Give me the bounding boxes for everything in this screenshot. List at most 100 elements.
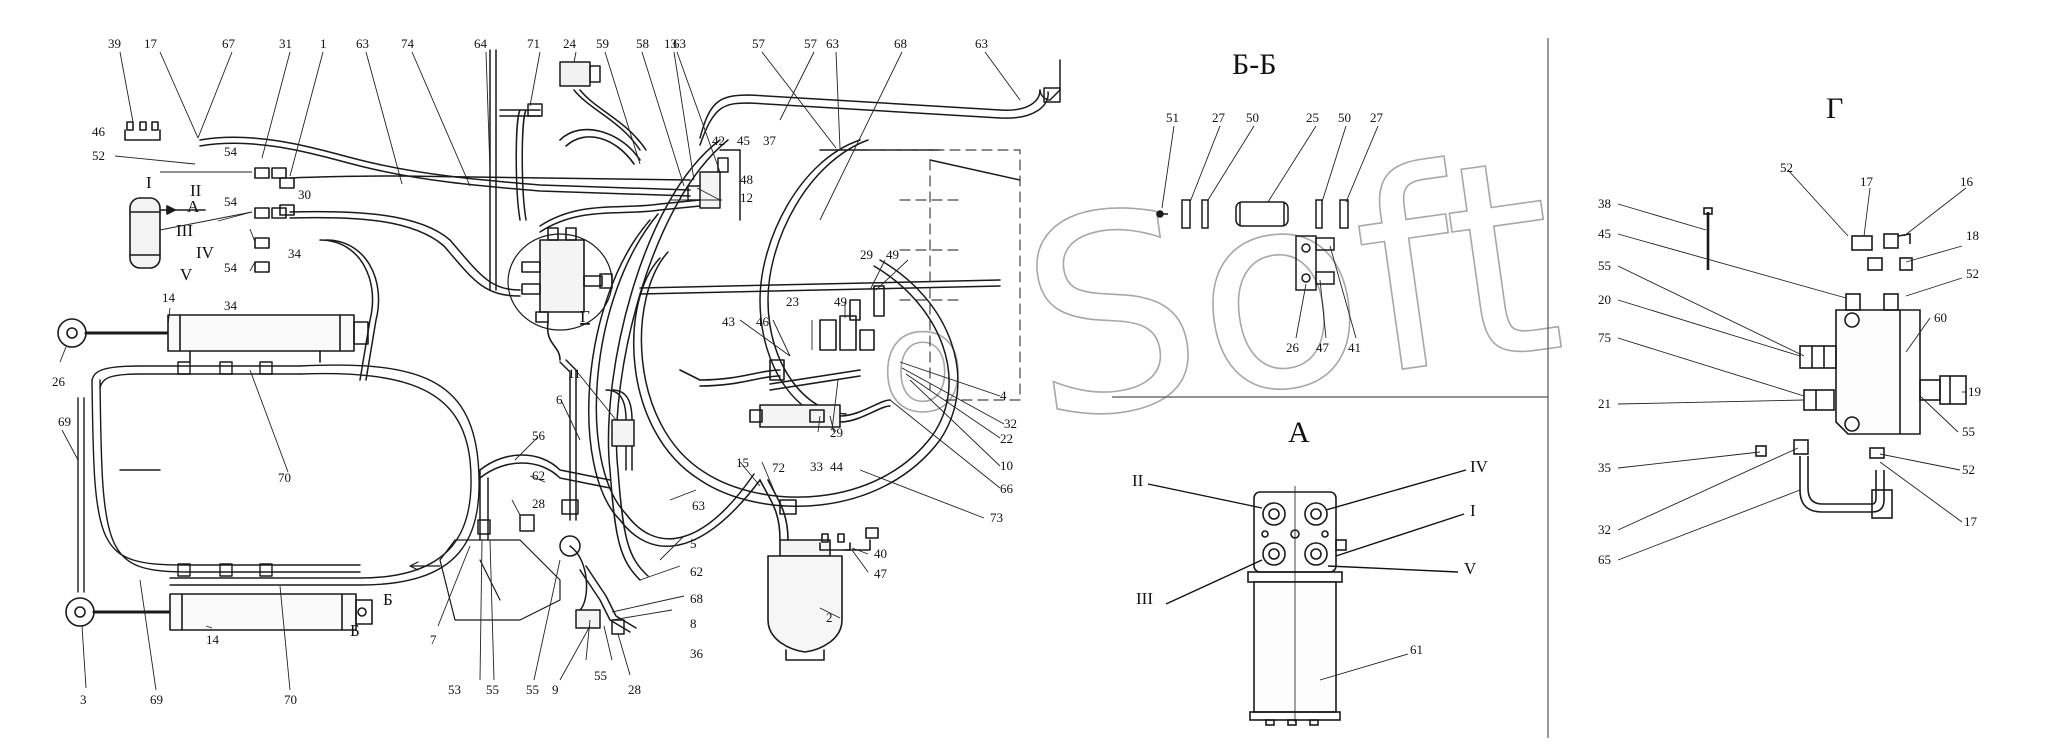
callout-30: 30	[298, 187, 311, 202]
callout-63d: 63	[975, 36, 988, 51]
callout-67: 67	[222, 36, 236, 51]
callout-36: 36	[690, 646, 704, 661]
callout-24: 24	[563, 36, 577, 51]
section-bb: Б-Б 51 27	[1156, 48, 1384, 355]
cylinder-top	[57, 314, 369, 363]
callout-69a: 69	[58, 414, 71, 429]
steering-unit-left	[129, 197, 206, 269]
callout-bb-27a: 27	[1212, 110, 1226, 125]
main-view	[57, 49, 1061, 661]
leader-lines-main	[59, 51, 1021, 691]
callout-g-75: 75	[1598, 330, 1611, 345]
callout-63a: 63	[356, 36, 369, 51]
callout-55a: 55	[486, 682, 499, 697]
callout-g-19: 19	[1968, 384, 1981, 399]
callout-26: 26	[52, 374, 66, 389]
callout-g-21: 21	[1598, 396, 1611, 411]
callout-62a: 62	[532, 468, 545, 483]
callout-15: 15	[736, 455, 749, 470]
callout-bb-26: 26	[1286, 340, 1300, 355]
callout-68a: 68	[894, 36, 907, 51]
callout-45: 45	[737, 133, 750, 148]
view-a: А	[1132, 416, 1489, 726]
port-label-iv: IV	[196, 243, 215, 262]
callout-53: 53	[448, 682, 461, 697]
cylinder-loop-hoses	[77, 361, 480, 593]
section-ref-b-bottom: Б	[350, 621, 360, 640]
callout-32: 32	[1004, 416, 1017, 431]
callout-g-17b: 17	[1964, 514, 1978, 529]
callout-34a: 34	[288, 246, 302, 261]
port-label-i: I	[146, 173, 152, 192]
view-a-port-i: I	[1470, 501, 1476, 520]
callout-58: 58	[636, 36, 649, 51]
callout-14b: 14	[206, 632, 220, 647]
return-hose	[699, 59, 1061, 181]
callout-bb-47: 47	[1316, 340, 1330, 355]
section-bb-title: Б-Б	[1232, 48, 1276, 81]
callout-54c: 54	[224, 260, 238, 275]
callout-55b: 55	[526, 682, 539, 697]
small-parts	[124, 121, 851, 551]
callout-13: 13	[664, 36, 677, 51]
callout-g-45: 45	[1598, 226, 1611, 241]
callout-g-32: 32	[1598, 522, 1611, 537]
callout-3: 3	[80, 692, 87, 707]
callout-57b: 57	[804, 36, 818, 51]
callout-g-38: 38	[1598, 196, 1611, 211]
port-fittings	[254, 167, 295, 273]
callout-55c: 55	[594, 668, 607, 683]
callout-28a: 28	[532, 496, 545, 511]
view-ref-g: Г	[580, 307, 590, 326]
callout-34b: 34	[224, 298, 238, 313]
view-ref-a: А	[187, 197, 200, 216]
callout-g-52a: 52	[1780, 160, 1793, 175]
callout-g-20: 20	[1598, 292, 1611, 307]
callout-66: 66	[1000, 481, 1014, 496]
callout-48: 48	[740, 172, 753, 187]
lower-bracket	[409, 539, 561, 621]
callout-54b: 54	[224, 194, 238, 209]
port-label-v: V	[180, 265, 193, 284]
view-g-title: Г	[1826, 92, 1843, 125]
pressure-lines	[199, 49, 1001, 381]
watermark-small-letter: o	[880, 281, 966, 444]
callout-42: 42	[712, 133, 725, 148]
callout-a-61: 61	[1410, 642, 1423, 657]
callout-59: 59	[596, 36, 609, 51]
callout-63c: 63	[826, 36, 839, 51]
callout-g-65: 65	[1598, 552, 1611, 567]
callout-52: 52	[92, 148, 105, 163]
callout-56: 56	[532, 428, 546, 443]
large-hose-loops	[588, 139, 959, 581]
callout-64: 64	[474, 36, 488, 51]
callout-g-17a: 17	[1860, 174, 1874, 189]
callout-31: 31	[279, 36, 292, 51]
callout-g-35: 35	[1598, 460, 1611, 475]
frame-dividers	[1112, 38, 1549, 738]
view-a-port-ii: II	[1132, 471, 1144, 490]
callout-70a: 70	[278, 470, 291, 485]
callout-g-55b: 55	[1962, 424, 1975, 439]
callout-22: 22	[1000, 431, 1013, 446]
callout-43: 43	[722, 314, 735, 329]
callout-bb-27b: 27	[1370, 110, 1384, 125]
callout-37: 37	[763, 133, 777, 148]
callout-6: 6	[556, 392, 563, 407]
callout-23: 23	[786, 294, 799, 309]
callouts-main: 39 17 67 31 1 63 74 64 71 24 59 58 13 63…	[52, 36, 1017, 707]
callout-g-55a: 55	[1598, 258, 1611, 273]
callout-40: 40	[874, 546, 887, 561]
callout-g-18: 18	[1966, 228, 1979, 243]
callout-11: 11	[568, 366, 581, 381]
callout-39: 39	[108, 36, 121, 51]
port-label-ii: II	[190, 181, 202, 200]
watermark-brand: Soft	[1005, 97, 1576, 483]
callout-8: 8	[690, 616, 697, 631]
callout-g-52b: 52	[1966, 266, 1979, 281]
callout-28b: 28	[628, 682, 641, 697]
bracket-59	[499, 109, 641, 165]
callout-63b: 63	[673, 36, 686, 51]
lower-pipes	[477, 359, 637, 635]
